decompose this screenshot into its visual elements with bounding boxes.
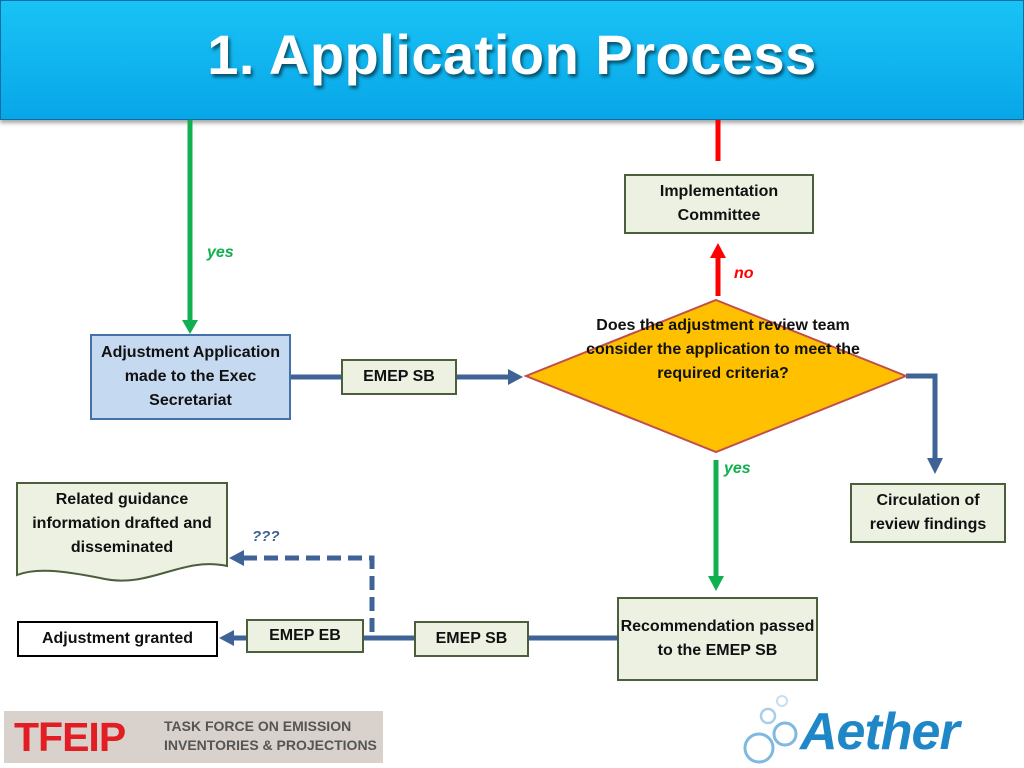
tfeip-line-2: INVENTORIES & PROJECTIONS [164,737,377,753]
emep-eb-box: EMEP EB [246,619,364,653]
no-label: no [734,265,754,282]
aether-bubble-2 [772,721,798,747]
related-guidance-shape [16,482,228,582]
page-title: 1. Application Process [207,23,817,86]
connector-sb-to-decision-head [508,369,523,385]
dashed-connector [243,555,375,632]
yes-arrow-top-head [182,320,198,334]
title-banner [0,0,1024,120]
aether-logo: Aether [800,703,960,761]
implementation-committee-box: Implementation Committee [624,174,814,234]
decision-diamond [523,298,909,454]
emep-eb-label: EMEP EB [269,627,341,644]
aether-bubble-1 [743,732,775,764]
adjustment-application-label: Adjustment Application made to the Exec … [101,344,280,409]
aether-bubble-3 [759,707,777,725]
related-guidance-label: Related guidance information drafted and… [32,491,212,556]
implementation-committee-label: Implementation Committee [659,183,779,224]
emep-sb-bottom-box: EMEP SB [414,621,529,657]
adjustment-granted-label: Adjustment granted [41,630,194,647]
tfeip-logo: TFEIP [14,714,126,760]
dashed-connector-head [229,550,244,566]
aether-bubble-4 [776,695,788,707]
recommendation-label: Recommendation passed to the EMEP SB [620,618,815,659]
connector-decision-to-circulation [906,373,938,460]
tfeip-line-1: TASK FORCE ON EMISSION [164,718,352,734]
emep-sb-top-box: EMEP SB [341,359,457,395]
adjustment-application-box: Adjustment Application made to the Exec … [90,334,291,420]
yes-label-top: yes [207,244,234,261]
yes-arrow-mid-head [708,576,724,591]
yes-label-mid: yes [724,460,751,477]
decision-label: Does the adjustment review team consider… [586,317,860,382]
emep-sb-top-label: EMEP SB [363,368,435,385]
adjustment-granted-box: Adjustment granted [17,621,218,657]
connector-decision-to-circulation-head [927,458,943,474]
recommendation-box: Recommendation passed to the EMEP SB [617,597,818,681]
circulation-label: Circulation of review findings [869,492,987,533]
connector-eb-to-granted-head [219,630,234,646]
no-arrow-head [710,243,726,258]
unknown-label: ??? [252,528,280,545]
emep-sb-bottom-label: EMEP SB [435,630,508,647]
circulation-box: Circulation of review findings [850,483,1006,543]
tfeip-logo-block: TFEIP TASK FORCE ON EMISSION INVENTORIES… [4,711,383,763]
